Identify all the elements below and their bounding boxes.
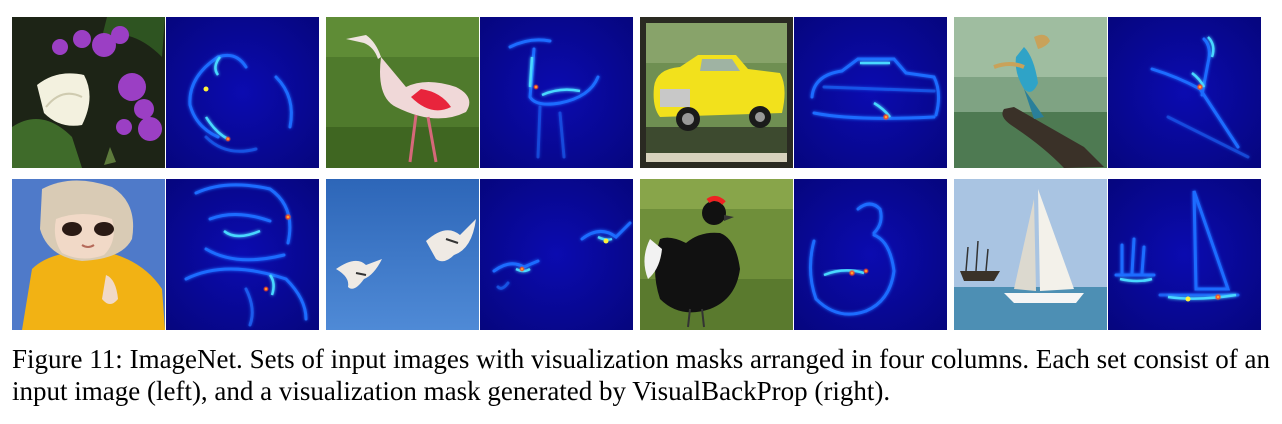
input-image-spoonbill [326,17,479,168]
visualization-mask-truck [794,17,947,168]
figure-caption: Figure 11: ImageNet. Sets of input image… [12,344,1270,406]
input-image-butterfly [12,17,165,168]
input-image-grouse [640,179,793,330]
visualization-mask-kites [480,179,633,330]
figure-image-grid [12,17,1262,330]
visualization-mask-sailboat [1108,179,1261,330]
input-image-sailboat [954,179,1107,330]
visualization-mask-spoonbill [480,17,633,168]
visualization-mask-doll [166,179,319,330]
input-image-bee-eater [954,17,1107,168]
visualization-mask-butterfly [166,17,319,168]
input-image-doll [12,179,165,330]
input-image-truck [640,17,793,168]
visualization-mask-grouse [794,179,947,330]
visualization-mask-bee-eater [1108,17,1261,168]
input-image-kites [326,179,479,330]
